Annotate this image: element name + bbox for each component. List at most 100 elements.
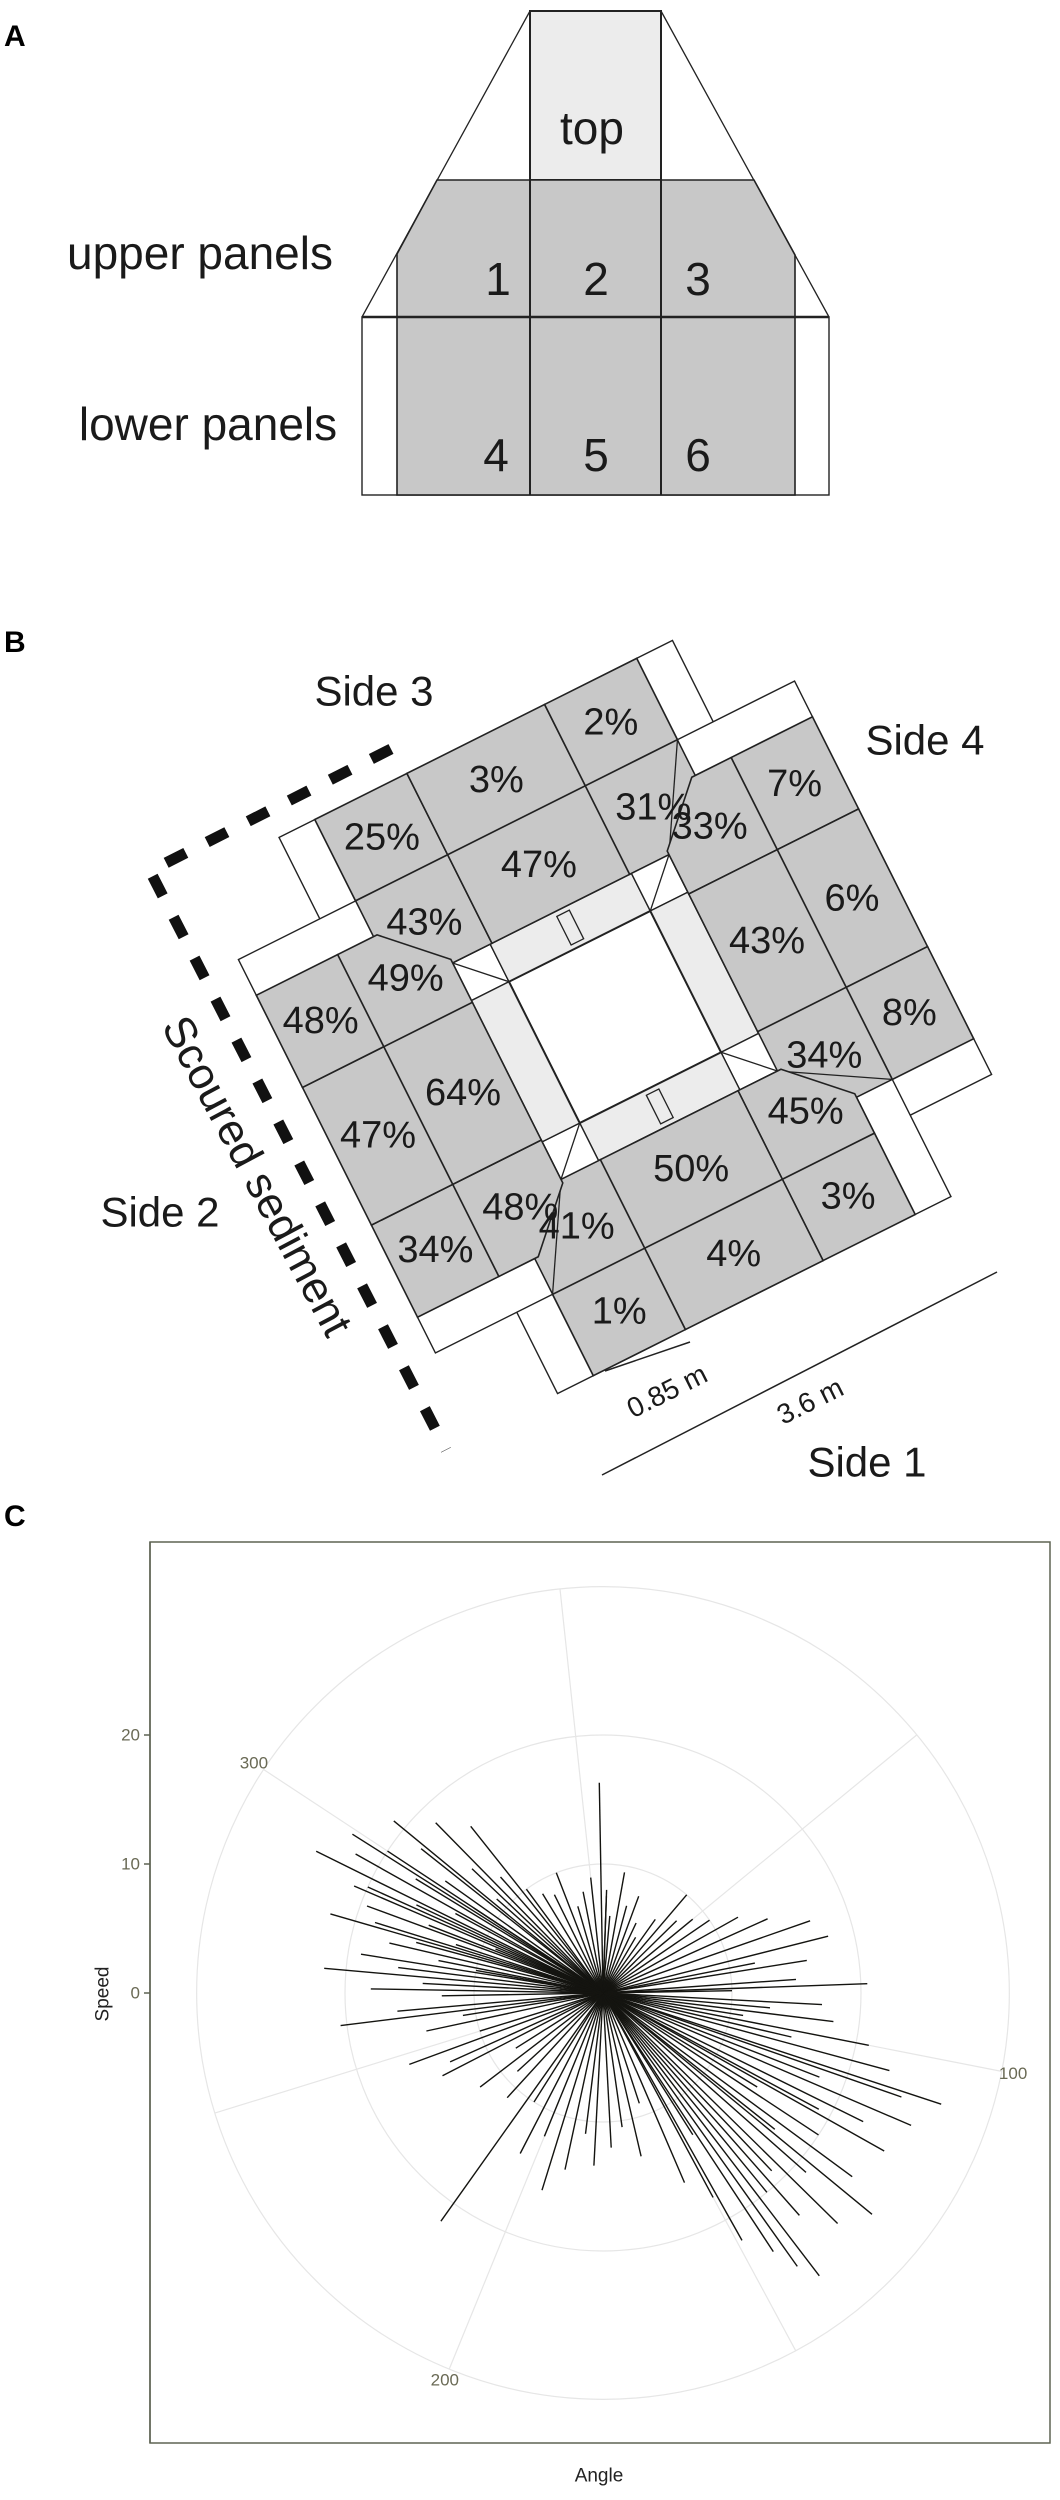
percent-label: 4% (706, 1233, 761, 1275)
segment (602, 1992, 768, 2193)
segment (602, 1992, 853, 2178)
segment (422, 1982, 604, 1994)
segment (602, 1992, 839, 2224)
segment (455, 1943, 604, 1994)
segment (397, 1992, 604, 2012)
segment (393, 1820, 604, 1994)
segment (441, 1992, 604, 1997)
segment (602, 1992, 642, 2157)
percent-label: 43% (729, 920, 805, 962)
percent-label: 31% (615, 787, 691, 829)
percent-label: 8% (882, 992, 937, 1034)
top-panel (529, 10, 662, 181)
segment (602, 1992, 694, 2136)
segment (367, 1886, 604, 1994)
segment (602, 1872, 626, 1994)
segment (598, 1782, 604, 1994)
percent-label: 34% (397, 1229, 473, 1271)
panel-number: 5 (583, 429, 609, 481)
x-axis-label: Angle (575, 2466, 624, 2487)
segment (455, 1912, 604, 1994)
angle-tick-label: 200 (431, 2370, 459, 2389)
segments (315, 1782, 942, 2277)
segment (543, 1992, 604, 2137)
percent-label: 47% (501, 844, 577, 886)
percent-label: 49% (368, 958, 444, 1000)
segment (542, 1893, 604, 1994)
percent-label: 7% (767, 763, 822, 805)
grid-ring (196, 1586, 1010, 2400)
segment (602, 1918, 768, 1994)
segment (602, 1919, 710, 1994)
central-opening (507, 909, 723, 1125)
segment (602, 1992, 771, 2009)
marker (555, 909, 585, 946)
segment (602, 1992, 640, 2104)
segment (499, 1876, 604, 1994)
segment (506, 1992, 604, 2099)
percent-label: 33% (672, 805, 748, 847)
marker (645, 1088, 675, 1125)
lower-panels-label: lower panels (79, 398, 337, 450)
percent-label: 6% (825, 877, 880, 919)
scale-small-label: 0.85 m (622, 1358, 712, 1424)
segment (602, 1935, 829, 1994)
segment (564, 1992, 604, 2170)
segment (602, 1992, 800, 2216)
outline-left (361, 10, 531, 318)
segment (440, 1992, 604, 2222)
segment (602, 1990, 733, 1994)
panel-a-label: A (4, 20, 26, 53)
corner-diagonal (560, 1122, 581, 1180)
top-label: top (560, 102, 624, 154)
panel-b-label: B (4, 626, 26, 659)
segment (602, 1992, 773, 2172)
corner-diagonal (452, 962, 510, 983)
percent-label: 48% (482, 1187, 558, 1229)
segment (584, 1992, 604, 2134)
segment (602, 1905, 628, 1994)
segment (602, 1992, 623, 2128)
panel-number: 6 (685, 429, 711, 481)
segment (602, 1992, 686, 2183)
panel-a: A top upper panels lower panels 1 2 3 4 … (4, 10, 830, 496)
segment (471, 1868, 604, 1994)
segment (602, 1896, 608, 1994)
side-4-label: Side 4 (865, 717, 984, 764)
segment (602, 1992, 612, 2148)
segment (602, 1918, 656, 1994)
side-2-group (237, 899, 600, 1354)
segment (602, 1992, 942, 2105)
segment (602, 1992, 819, 2136)
segment (602, 1983, 868, 1994)
outline-right (660, 10, 830, 318)
percent-label: 2% (583, 702, 638, 744)
segment (496, 1898, 604, 1994)
segment (602, 1894, 688, 1994)
y-axis-label: Speed (93, 1967, 114, 2022)
segment (426, 1992, 604, 2032)
segment (602, 1992, 820, 2110)
frame-plan (237, 639, 993, 1395)
segment (555, 1872, 604, 1994)
percent-label: 43% (386, 901, 462, 943)
grid-ring (344, 1734, 862, 2252)
segment (602, 1915, 611, 1994)
segment (602, 1992, 758, 2088)
segment (398, 1966, 604, 1994)
panel-number: 3 (685, 253, 711, 305)
segment (590, 1877, 604, 1994)
segment (389, 1942, 604, 1994)
y-tick-label: 10 (121, 1855, 140, 1874)
percent-labels: 25%3%2%43%47%31%7%6%8%33%43%34%1%4%3%41%… (283, 702, 937, 1333)
segment (602, 1992, 869, 2046)
segment (352, 1833, 604, 1994)
segment (370, 1988, 604, 1994)
percent-label: 25% (344, 816, 420, 858)
segment (479, 1992, 604, 2032)
segment (602, 1918, 694, 1994)
segment (602, 1936, 637, 1994)
segment (340, 1992, 604, 2027)
